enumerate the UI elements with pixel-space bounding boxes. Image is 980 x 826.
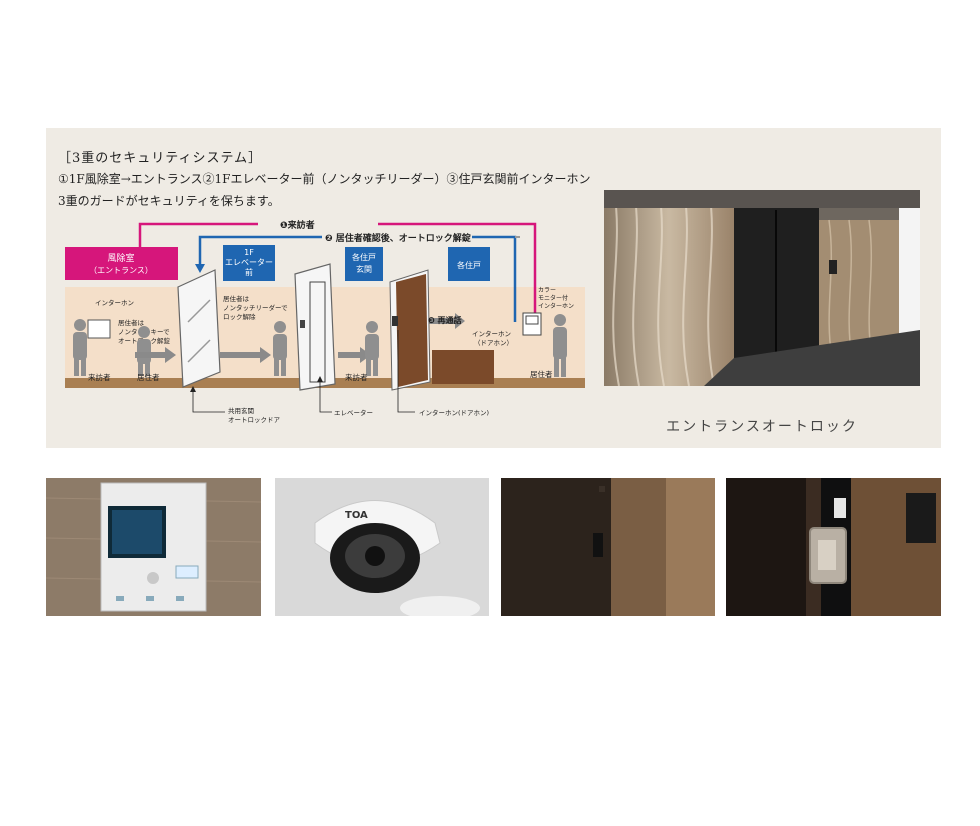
resident-label: 居住者 xyxy=(137,372,160,382)
door-lock-photo-2 xyxy=(726,478,941,616)
entry-step xyxy=(432,350,494,384)
visitor-figure-1 xyxy=(73,319,87,376)
box-door-line2: 玄関 xyxy=(356,264,372,274)
security-summary-text: 3重のガードがセキュリティを保ちます。 xyxy=(58,194,280,208)
intercom-panel-icon xyxy=(87,319,111,339)
autolock-route-arrowhead xyxy=(195,264,205,273)
resident-text2-1: 居住者は xyxy=(223,294,250,303)
callout-entrance-2: オートロックドア xyxy=(228,416,281,424)
flow-arrow-1 xyxy=(135,347,176,363)
visitor-label: 来訪者 xyxy=(88,372,111,382)
security-flow-diagram: ❶来訪者 ❷ 居住者確認後、オートロック解錠 風除室 （エントランス） 1F エ… xyxy=(65,217,585,424)
recall-label: ❸ 再通話 xyxy=(428,315,462,325)
intercom-door-1: インターホン xyxy=(472,329,511,338)
door-lock-photo-1 xyxy=(501,478,715,616)
box-windbreak-line2: （エントランス） xyxy=(89,266,153,275)
flow-arrow-3 xyxy=(338,347,371,363)
resident-figure-2 xyxy=(273,321,287,376)
flow-arrow-recall xyxy=(425,313,465,329)
monitor-label-1: カラー xyxy=(538,287,556,294)
callout-entrance-1: 共用玄関 xyxy=(228,406,254,415)
callout-doorphone: インターホン(ドアホン) xyxy=(419,408,489,417)
camera-brand: TOA xyxy=(345,510,368,521)
route-visitor-label: ❶来訪者 xyxy=(280,219,315,231)
box-elevator-line3: 前 xyxy=(245,267,253,277)
monitor-label-2: モニター付 xyxy=(538,294,568,302)
visitor-figure-2 xyxy=(365,321,379,376)
intercom-photo xyxy=(46,478,261,616)
box-windbreak-line1: 風除室 xyxy=(107,252,134,264)
route-autolock-label: ❷ 居住者確認後、オートロック解錠 xyxy=(325,232,472,244)
box-unit-label: 各住戸 xyxy=(457,260,481,270)
callout-elevator: エレベーター xyxy=(334,408,373,417)
box-door xyxy=(345,247,383,281)
resident-text2-3: ロック解除 xyxy=(223,312,256,321)
security-camera-photo: TOA xyxy=(275,478,489,616)
box-unit xyxy=(448,247,490,281)
visitor-label-2: 来訪者 xyxy=(345,372,368,382)
residence-door xyxy=(396,274,428,387)
resident-label-2: 居住者 xyxy=(530,369,553,379)
security-steps-text: ①1F風除室→エントランス②1Fエレベーター前（ノンタッチリーダー）③住戸玄関前… xyxy=(58,172,591,186)
doorphone-icon xyxy=(392,316,398,326)
intercom-label: インターホン xyxy=(95,298,134,307)
box-elevator-line2: エレベーター xyxy=(225,258,273,267)
box-door-line1: 各住戸 xyxy=(352,252,376,262)
box-elevator-line1: 1F xyxy=(244,248,254,257)
resident-text-1: 居住者は xyxy=(118,318,145,327)
box-elevator xyxy=(223,245,275,281)
resident-text2-2: ノンタッチリーダーで xyxy=(223,303,288,312)
section-title: ［3重のセキュリティシステム］ xyxy=(58,151,263,166)
intercom-door-2: （ドアホン） xyxy=(474,339,513,347)
flow-arrow-2 xyxy=(220,347,271,363)
entrance-photo xyxy=(604,190,920,386)
monitor-label-3: インターホン xyxy=(538,302,574,310)
entrance-door xyxy=(177,269,221,388)
box-windbreak xyxy=(65,247,178,280)
entrance-caption: エントランスオートロック xyxy=(666,419,858,435)
resident-figure-3 xyxy=(553,314,567,377)
